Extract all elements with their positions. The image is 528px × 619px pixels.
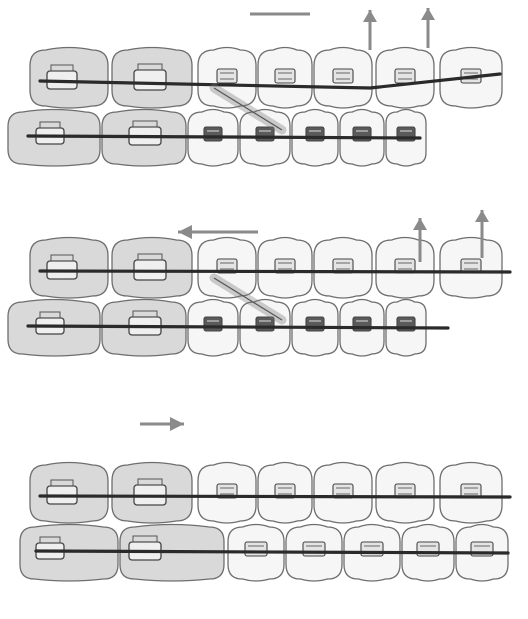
bracket [275,69,295,83]
lower-archwire [36,551,508,553]
lower-archwire [28,136,420,138]
upper-archwire [40,496,510,497]
bracket [303,542,325,556]
bracket [204,317,222,331]
bracket [256,127,274,141]
bracket [204,127,222,141]
bracket [395,69,415,83]
bracket [245,542,267,556]
panel-3 [20,463,510,582]
bracket [333,69,353,83]
upper-archwire [40,271,510,272]
bracket [256,317,274,331]
movement-arrow [140,417,184,431]
panel-2 [8,210,510,431]
bracket [217,69,237,83]
movement-arrow [421,8,435,48]
movement-arrow [363,10,377,50]
lower-archwire [28,326,448,328]
movement-arrow [178,225,258,239]
panel-1 [8,8,502,166]
